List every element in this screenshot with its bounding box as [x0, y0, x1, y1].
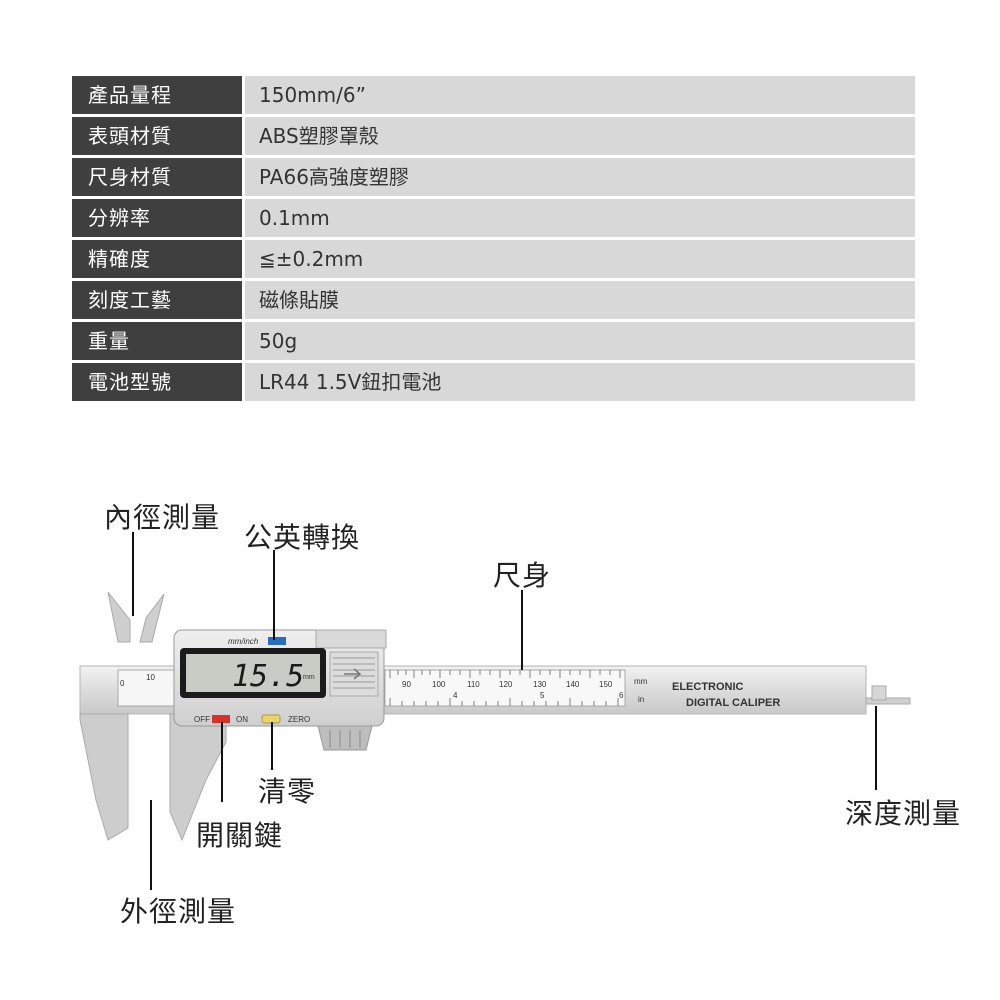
spec-row: 精確度≦±0.2mm [72, 240, 915, 278]
inner-jaw-moving [139, 593, 165, 643]
lcd-screen [186, 654, 320, 692]
scale-tick-150: 150 [599, 680, 613, 689]
spec-value: 50g [245, 322, 915, 360]
spec-label: 精確度 [72, 240, 242, 278]
spec-value: ≦±0.2mm [245, 240, 915, 278]
power-button [212, 715, 230, 723]
spec-label: 尺身材質 [72, 158, 242, 196]
callout-line-inner [132, 532, 134, 616]
spec-value: 150mm/6” [245, 76, 915, 114]
scale-tick-140: 140 [566, 680, 580, 689]
inner-jaw-fixed [107, 591, 131, 643]
label-outer-measure: 外徑測量 [120, 895, 237, 928]
scale-tick-120: 120 [499, 680, 513, 689]
spec-label: 重量 [72, 322, 242, 360]
scale-mm-label: mm [634, 677, 648, 686]
spec-value: LR44 1.5V鈕扣電池 [245, 363, 915, 401]
callout-line-power [221, 722, 223, 802]
jaw-tick-10: 10 [146, 673, 155, 682]
spec-label: 表頭材質 [72, 117, 242, 155]
label-unit-switch: 公英轉換 [244, 521, 361, 554]
callout-line-zero [271, 722, 273, 770]
scale-tick-130: 130 [533, 680, 547, 689]
spec-label: 分辨率 [72, 199, 242, 237]
scale-tick-110: 110 [467, 680, 480, 689]
label-beam: 尺身 [493, 559, 552, 592]
callout-line-unit [273, 550, 275, 640]
jaw-tick-0: 0 [120, 679, 125, 688]
scale-inch-4: 4 [453, 691, 458, 700]
scale-strip [384, 669, 626, 707]
spec-label: 刻度工藝 [72, 281, 242, 319]
scale-inch-5: 5 [540, 691, 545, 700]
unit-toggle-label: mm/inch [228, 637, 259, 646]
caliper-diagram: 0 10 [0, 480, 1000, 940]
depth-rod [865, 697, 911, 705]
scale-in-label: in [638, 695, 644, 704]
spec-value: ABS塑膠罩殼 [245, 117, 915, 155]
on-label: ON [236, 715, 248, 724]
caliper-illustration: 0 10 [79, 591, 911, 842]
brand-line-2: DIGITAL CALIPER [686, 697, 780, 709]
label-power: 開關鍵 [196, 819, 284, 852]
scale-tick-90: 90 [402, 680, 411, 689]
label-depth-measure: 深度測量 [845, 797, 962, 830]
spec-label: 電池型號 [72, 363, 242, 401]
scale-inch-6: 6 [619, 691, 624, 700]
spec-value: 磁條貼膜 [245, 281, 915, 319]
callout-line-beam [521, 590, 523, 670]
scale-tick-100: 100 [432, 680, 446, 689]
label-inner-measure: 內徑測量 [104, 501, 221, 534]
lcd-reading: 15.5 [232, 659, 304, 694]
off-label: OFF [194, 715, 210, 724]
brand-line-1: ELECTRONIC [672, 681, 744, 693]
spec-row: 刻度工藝磁條貼膜 [72, 281, 915, 319]
zero-label: ZERO [288, 715, 310, 724]
thumb-wheel [317, 725, 373, 751]
callout-line-depth [875, 706, 877, 790]
label-zero: 清零 [258, 775, 317, 808]
callout-line-outer [150, 800, 152, 890]
unit-toggle-button [268, 637, 286, 645]
outer-jaw-fixed [79, 713, 129, 841]
scale-ticks [389, 670, 621, 706]
spec-label: 產品量程 [72, 76, 242, 114]
spec-value: 0.1mm [245, 199, 915, 237]
lcd-unit: mm [303, 674, 315, 681]
spec-value: PA66高強度塑膠 [245, 158, 915, 196]
